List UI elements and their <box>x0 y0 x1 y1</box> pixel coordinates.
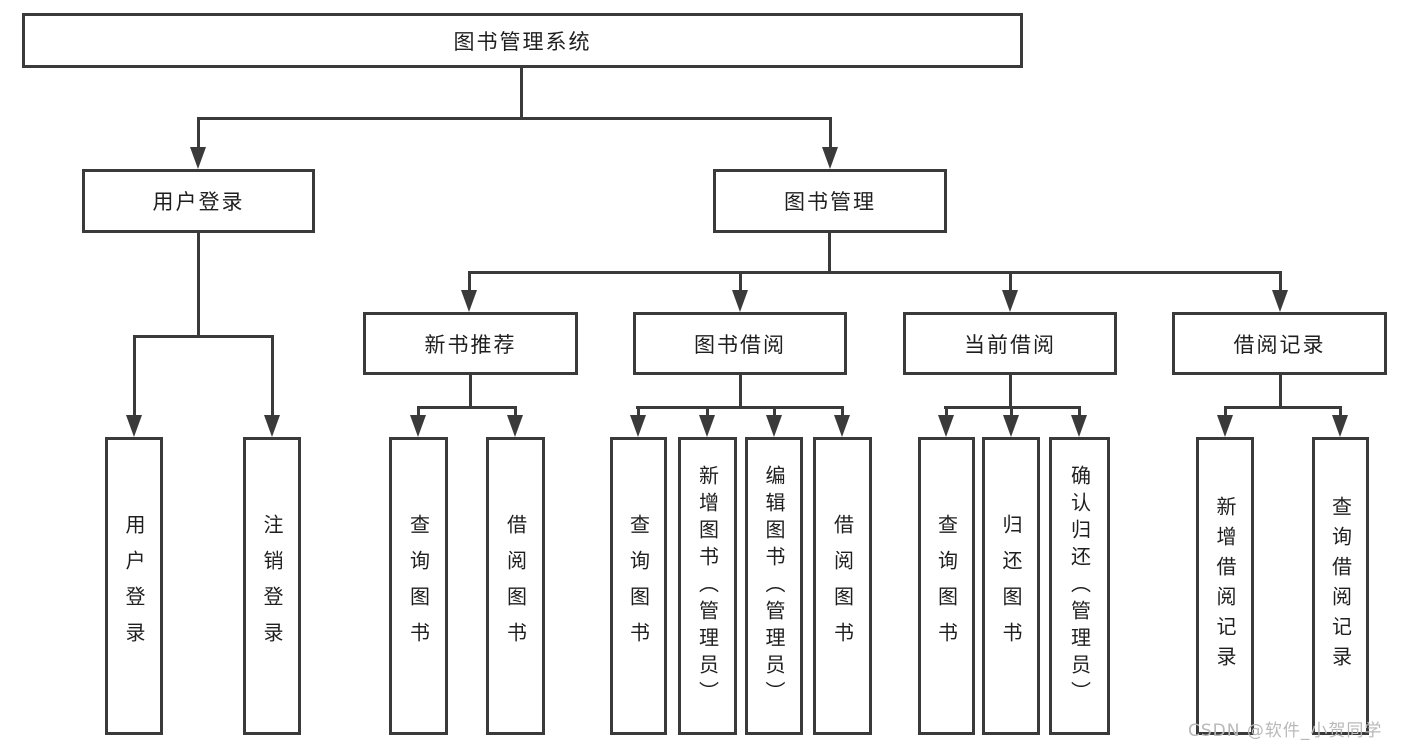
arrowhead-icon <box>1003 415 1019 437</box>
connector-drop <box>133 335 136 417</box>
arrowhead-icon <box>507 415 523 437</box>
connector-book-mgmt-rail <box>468 271 1282 274</box>
connector-rec-rail <box>417 406 517 409</box>
node-borrow-books-label: 借阅图书 <box>830 514 855 658</box>
connector-book-mgmt-drop <box>829 117 832 149</box>
node-borrow-query-books: 查询图书 <box>610 437 667 735</box>
connector-drop <box>468 271 471 293</box>
connector-drop <box>637 406 640 418</box>
connector-drop <box>1078 406 1081 418</box>
arrowhead-icon <box>1332 415 1348 437</box>
connector-drop <box>1224 406 1227 418</box>
connector-drop <box>1010 406 1013 418</box>
arrowhead-icon <box>630 415 646 437</box>
node-edit-books-admin: 编辑图书（管理员） <box>745 437 803 735</box>
node-add-books-admin: 新增图书（管理员） <box>678 437 737 735</box>
node-add-borrow-record-label: 新增借阅记录 <box>1213 496 1237 676</box>
arrowhead-icon <box>190 147 206 169</box>
arrowhead-icon <box>126 415 142 437</box>
arrowhead-icon <box>732 290 748 312</box>
node-new-book-recommendation: 新书推荐 <box>363 312 578 375</box>
connector-root-rail <box>197 117 832 120</box>
arrowhead-icon <box>822 147 838 169</box>
node-query-borrow-record: 查询借阅记录 <box>1312 437 1369 735</box>
connector-records-stem <box>1279 375 1282 408</box>
connector-drop <box>514 406 517 418</box>
node-return-books-label: 归还图书 <box>999 514 1023 658</box>
connector-borrow-rail <box>636 406 844 409</box>
node-rec-query-books: 查询图书 <box>389 437 448 735</box>
connector-rec-stem <box>469 375 472 408</box>
connector-user-login-rail <box>133 335 274 338</box>
node-rec-borrow-books: 借阅图书 <box>486 437 545 735</box>
connector-drop <box>271 335 274 417</box>
connector-user-login-drop <box>197 117 200 149</box>
node-rec-borrow-books-label: 借阅图书 <box>503 514 528 658</box>
connector-drop <box>417 406 420 418</box>
node-book-borrowing: 图书借阅 <box>633 312 847 375</box>
arrowhead-icon <box>461 290 477 312</box>
connector-user-login-stem <box>197 233 200 337</box>
node-book-management-branch: 图书管理 <box>713 169 947 233</box>
connector-records-rail <box>1224 406 1342 409</box>
arrowhead-icon <box>1002 290 1018 312</box>
connector-drop <box>1339 406 1342 418</box>
arrowhead-icon <box>410 415 426 437</box>
node-borrow-books: 借阅图书 <box>813 437 872 735</box>
node-rec-query-books-label: 查询图书 <box>406 514 431 658</box>
connector-drop <box>706 406 709 418</box>
node-return-books: 归还图书 <box>982 437 1040 735</box>
node-query-borrow-record-label: 查询借阅记录 <box>1328 496 1353 676</box>
node-add-borrow-record: 新增借阅记录 <box>1196 437 1254 735</box>
arrowhead-icon <box>1217 415 1233 437</box>
connector-root-stem <box>520 68 523 118</box>
node-current-query-books-label: 查询图书 <box>934 514 959 658</box>
node-user-login: 用户登录 <box>105 437 163 735</box>
connector-borrow-stem <box>739 375 742 408</box>
arrowhead-icon <box>1272 290 1288 312</box>
node-add-books-admin-label: 新增图书（管理员） <box>695 464 720 708</box>
node-current-query-books: 查询图书 <box>918 437 975 735</box>
arrowhead-icon <box>699 415 715 437</box>
connector-drop <box>739 271 742 293</box>
node-logout: 注销登录 <box>243 437 301 735</box>
connector-book-mgmt-stem <box>828 233 831 274</box>
node-confirm-return-admin: 确认归还（管理员） <box>1049 437 1110 735</box>
arrowhead-icon <box>938 415 954 437</box>
connector-drop <box>1279 271 1282 293</box>
node-user-login-branch: 用户登录 <box>82 169 315 233</box>
node-library-management-system: 图书管理系统 <box>22 13 1023 68</box>
arrowhead-icon <box>1071 415 1087 437</box>
node-current-borrowing: 当前借阅 <box>903 312 1117 375</box>
connector-drop <box>773 406 776 418</box>
arrowhead-icon <box>766 415 782 437</box>
csdn-watermark: CSDN @软件_小贺同学 <box>1188 721 1383 741</box>
arrowhead-icon <box>834 415 850 437</box>
node-borrow-query-books-label: 查询图书 <box>626 514 651 658</box>
node-borrowing-records: 借阅记录 <box>1172 312 1387 375</box>
node-logout-label: 注销登录 <box>260 514 284 658</box>
arrowhead-icon <box>264 415 280 437</box>
node-confirm-return-admin-label: 确认归还（管理员） <box>1067 464 1092 708</box>
connector-drop <box>945 406 948 418</box>
connector-drop <box>1009 271 1012 293</box>
node-user-login-label: 用户登录 <box>122 514 146 658</box>
node-edit-books-admin-label: 编辑图书（管理员） <box>762 464 786 708</box>
connector-drop <box>841 406 844 418</box>
connector-current-stem <box>1009 375 1012 408</box>
